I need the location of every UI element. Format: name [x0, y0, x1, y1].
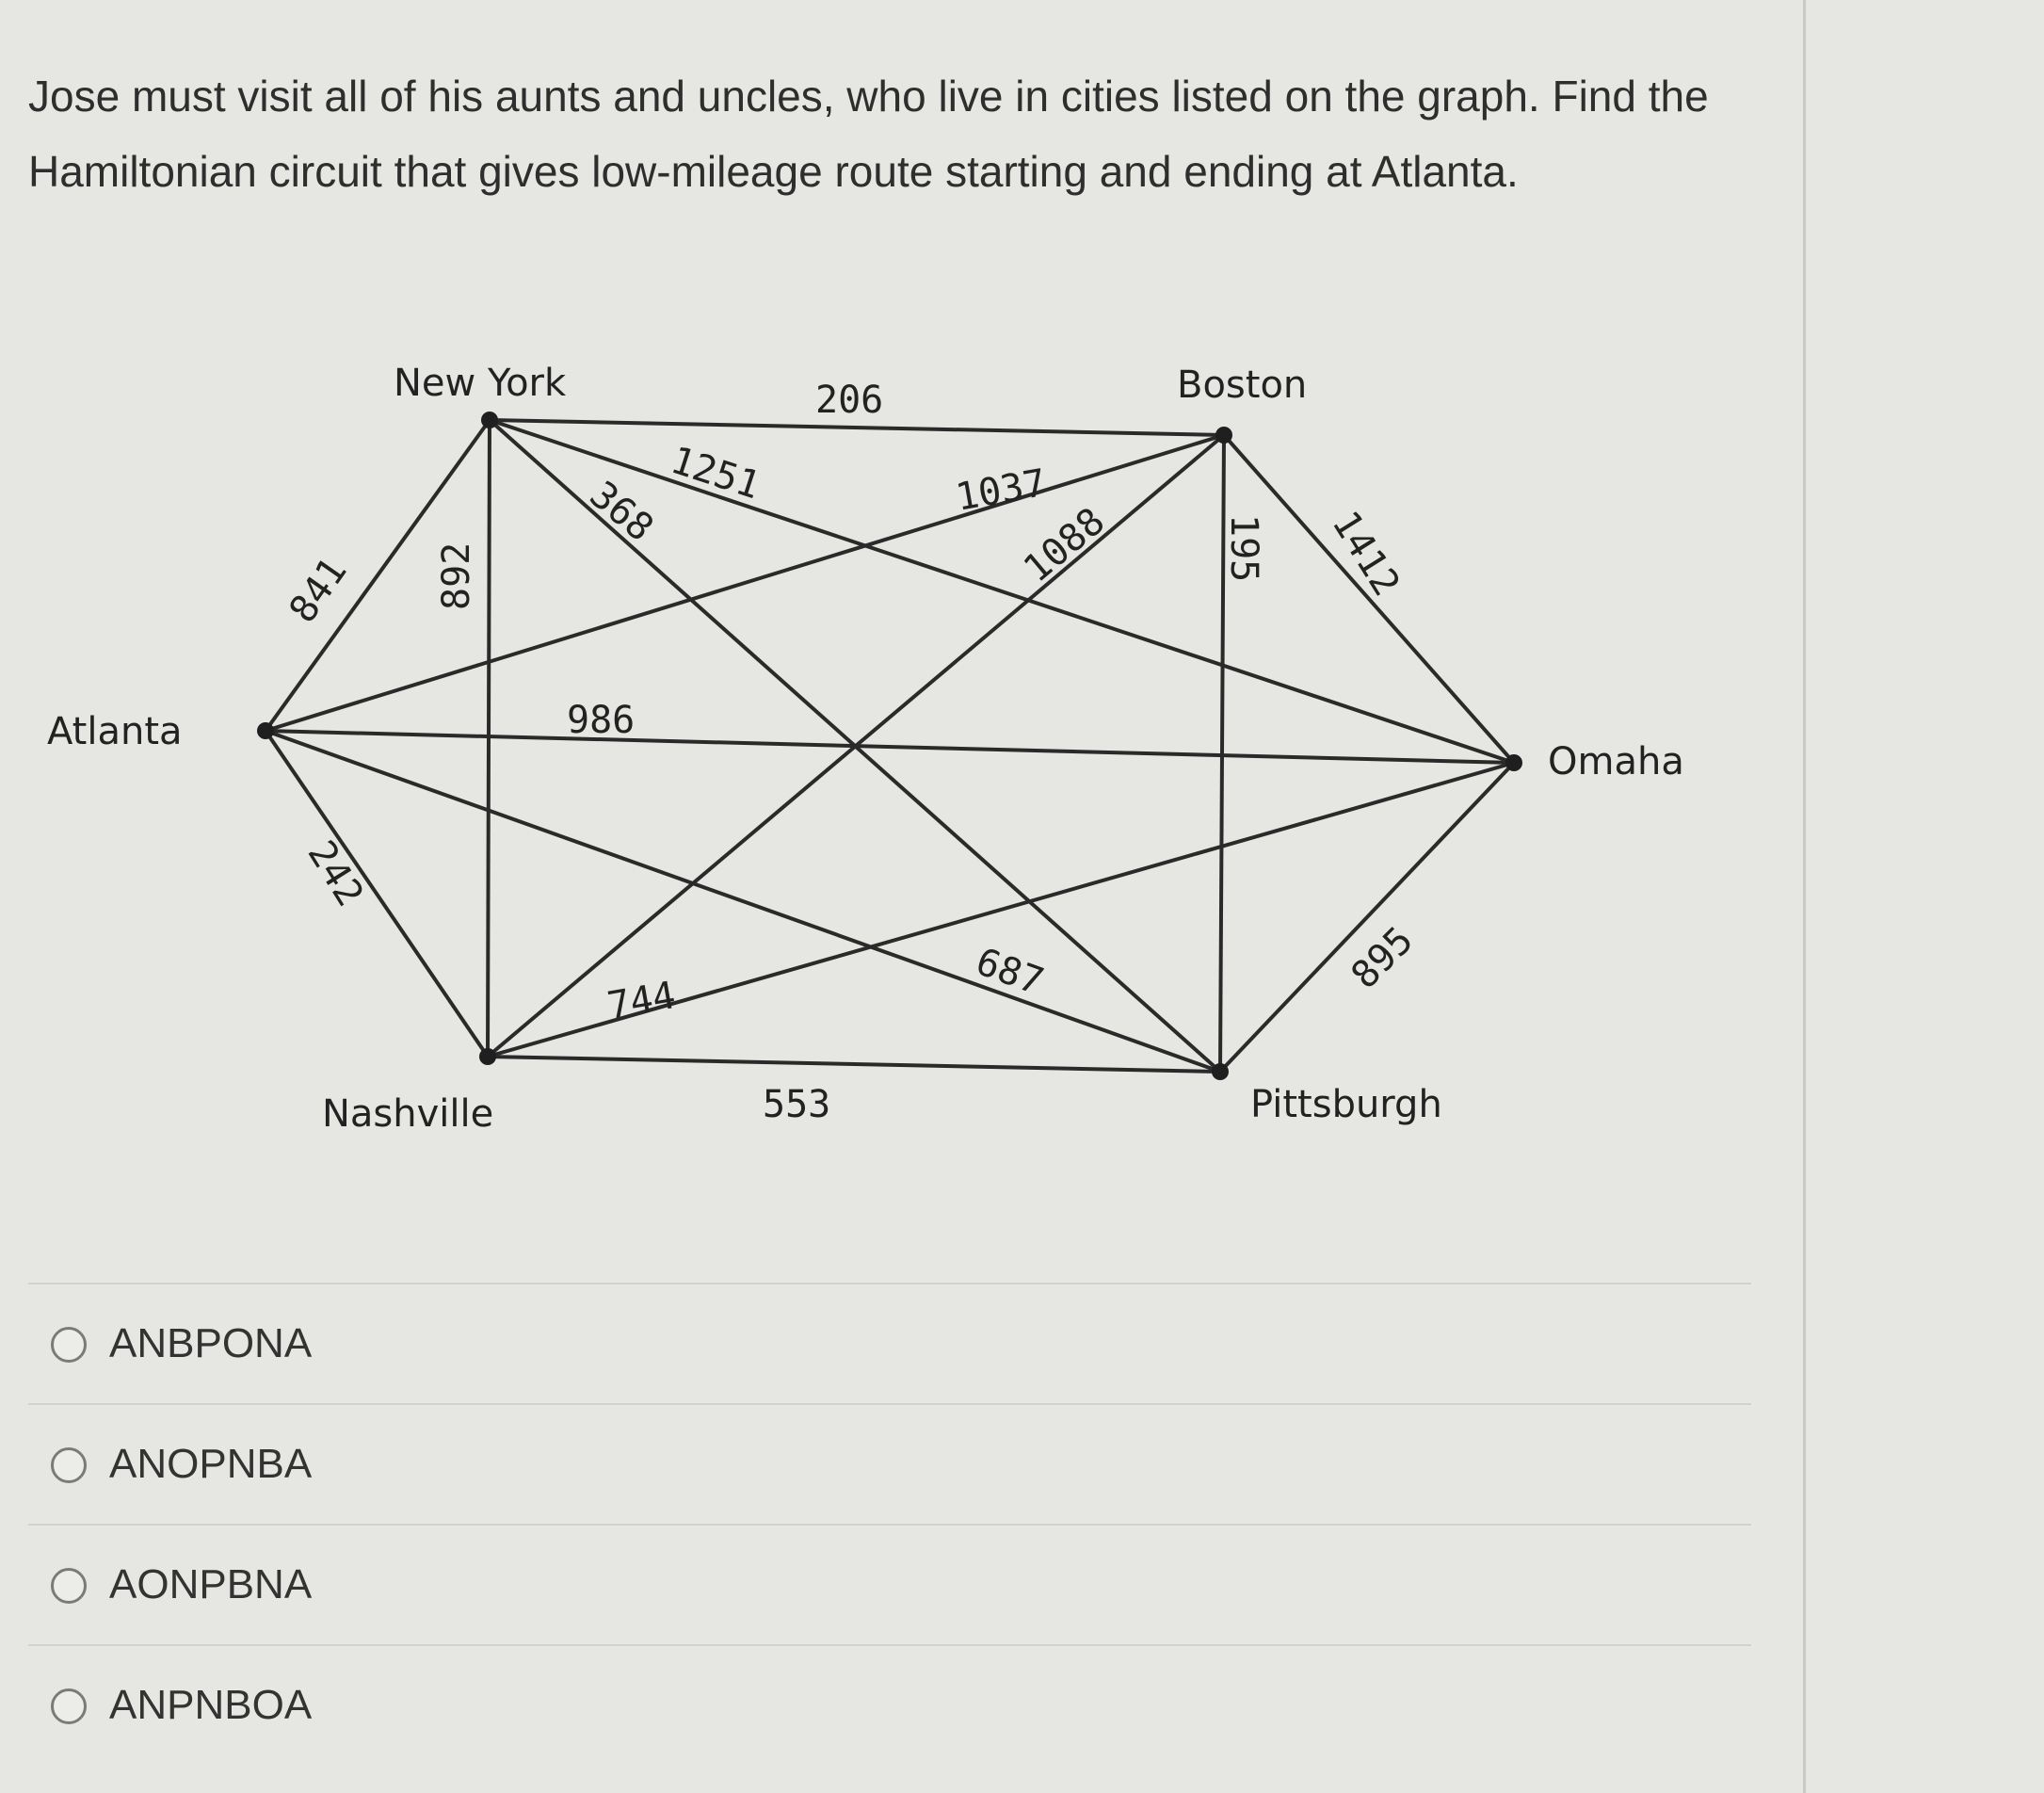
- option-anbpona[interactable]: ANBPONA: [28, 1283, 1751, 1403]
- option-anopnba[interactable]: ANOPNBA: [28, 1403, 1751, 1524]
- option-anpnboa[interactable]: ANPNBOA: [28, 1644, 1751, 1765]
- radio-button[interactable]: [51, 1447, 87, 1483]
- option-label: ANOPNBA: [109, 1441, 313, 1487]
- edge-nashville-pittsburgh: [487, 1055, 1221, 1074]
- node-boston: [1215, 427, 1232, 444]
- weighted-graph-figure: New York Boston Atlanta Omaha Pittsburgh…: [47, 362, 1684, 1136]
- edge-atlanta-nashville: [264, 729, 490, 1058]
- node-nashville: [479, 1048, 496, 1065]
- city-label-nashville: Nashville: [322, 1092, 493, 1136]
- node-omaha: [1505, 754, 1522, 771]
- question-text: Jose must visit all of his aunts and unc…: [28, 72, 1709, 196]
- city-label-boston: Boston: [1177, 363, 1307, 407]
- weight-omaha-nashville: 744: [604, 974, 679, 1028]
- edge-omaha-pittsburgh: [1218, 761, 1516, 1074]
- node-atlanta: [257, 722, 274, 739]
- weight-atlanta-pittsburgh: 687: [971, 940, 1050, 1004]
- option-label: ANBPONA: [109, 1320, 313, 1366]
- city-label-atlanta: Atlanta: [47, 710, 183, 753]
- edge-boston-nashville: [486, 433, 1226, 1058]
- weight-newyork-pittsburgh: 368: [582, 473, 662, 550]
- weight-boston-pittsburgh: 195: [1222, 514, 1265, 582]
- content-panel-border: [1803, 0, 1806, 1793]
- edge-atlanta-pittsburgh: [265, 729, 1221, 1074]
- edge-boston-omaha: [1222, 433, 1516, 765]
- radio-button[interactable]: [51, 1688, 87, 1724]
- radio-button[interactable]: [51, 1568, 87, 1604]
- edge-atlanta-boston: [265, 433, 1225, 733]
- edge-omaha-nashville: [487, 761, 1515, 1058]
- node-newyork: [481, 412, 498, 428]
- weight-newyork-boston: 206: [815, 379, 883, 422]
- edge-newyork-boston: [489, 418, 1225, 437]
- answer-options: ANBPONA ANOPNBA AONPBNA ANPNBOA: [28, 1283, 1751, 1765]
- node-pittsburgh: [1212, 1063, 1229, 1080]
- radio-button[interactable]: [51, 1327, 87, 1363]
- city-label-new-york: New York: [394, 362, 567, 405]
- city-label-omaha: Omaha: [1548, 740, 1684, 783]
- weight-newyork-nashville: 892: [435, 542, 478, 610]
- option-label: ANPNBOA: [109, 1682, 313, 1728]
- weight-atlanta-nashville: 242: [299, 833, 372, 914]
- option-label: AONPBNA: [109, 1561, 313, 1607]
- weight-atlanta-boston: 1037: [953, 461, 1050, 520]
- edge-newyork-nashville: [486, 419, 491, 1058]
- weight-atlanta-omaha: 986: [567, 699, 635, 742]
- city-label-pittsburgh: Pittsburgh: [1250, 1083, 1442, 1126]
- weight-boston-nashville: 1088: [1016, 500, 1113, 591]
- weight-nashville-pittsburgh: 553: [763, 1083, 830, 1126]
- weight-boston-omaha: 1412: [1324, 504, 1408, 604]
- edge-atlanta-omaha: [265, 729, 1515, 765]
- edge-newyork-omaha: [489, 418, 1515, 765]
- edge-atlanta-newyork: [264, 418, 491, 733]
- edge-boston-pittsburgh: [1218, 434, 1226, 1073]
- option-aonpbna[interactable]: AONPBNA: [28, 1524, 1751, 1644]
